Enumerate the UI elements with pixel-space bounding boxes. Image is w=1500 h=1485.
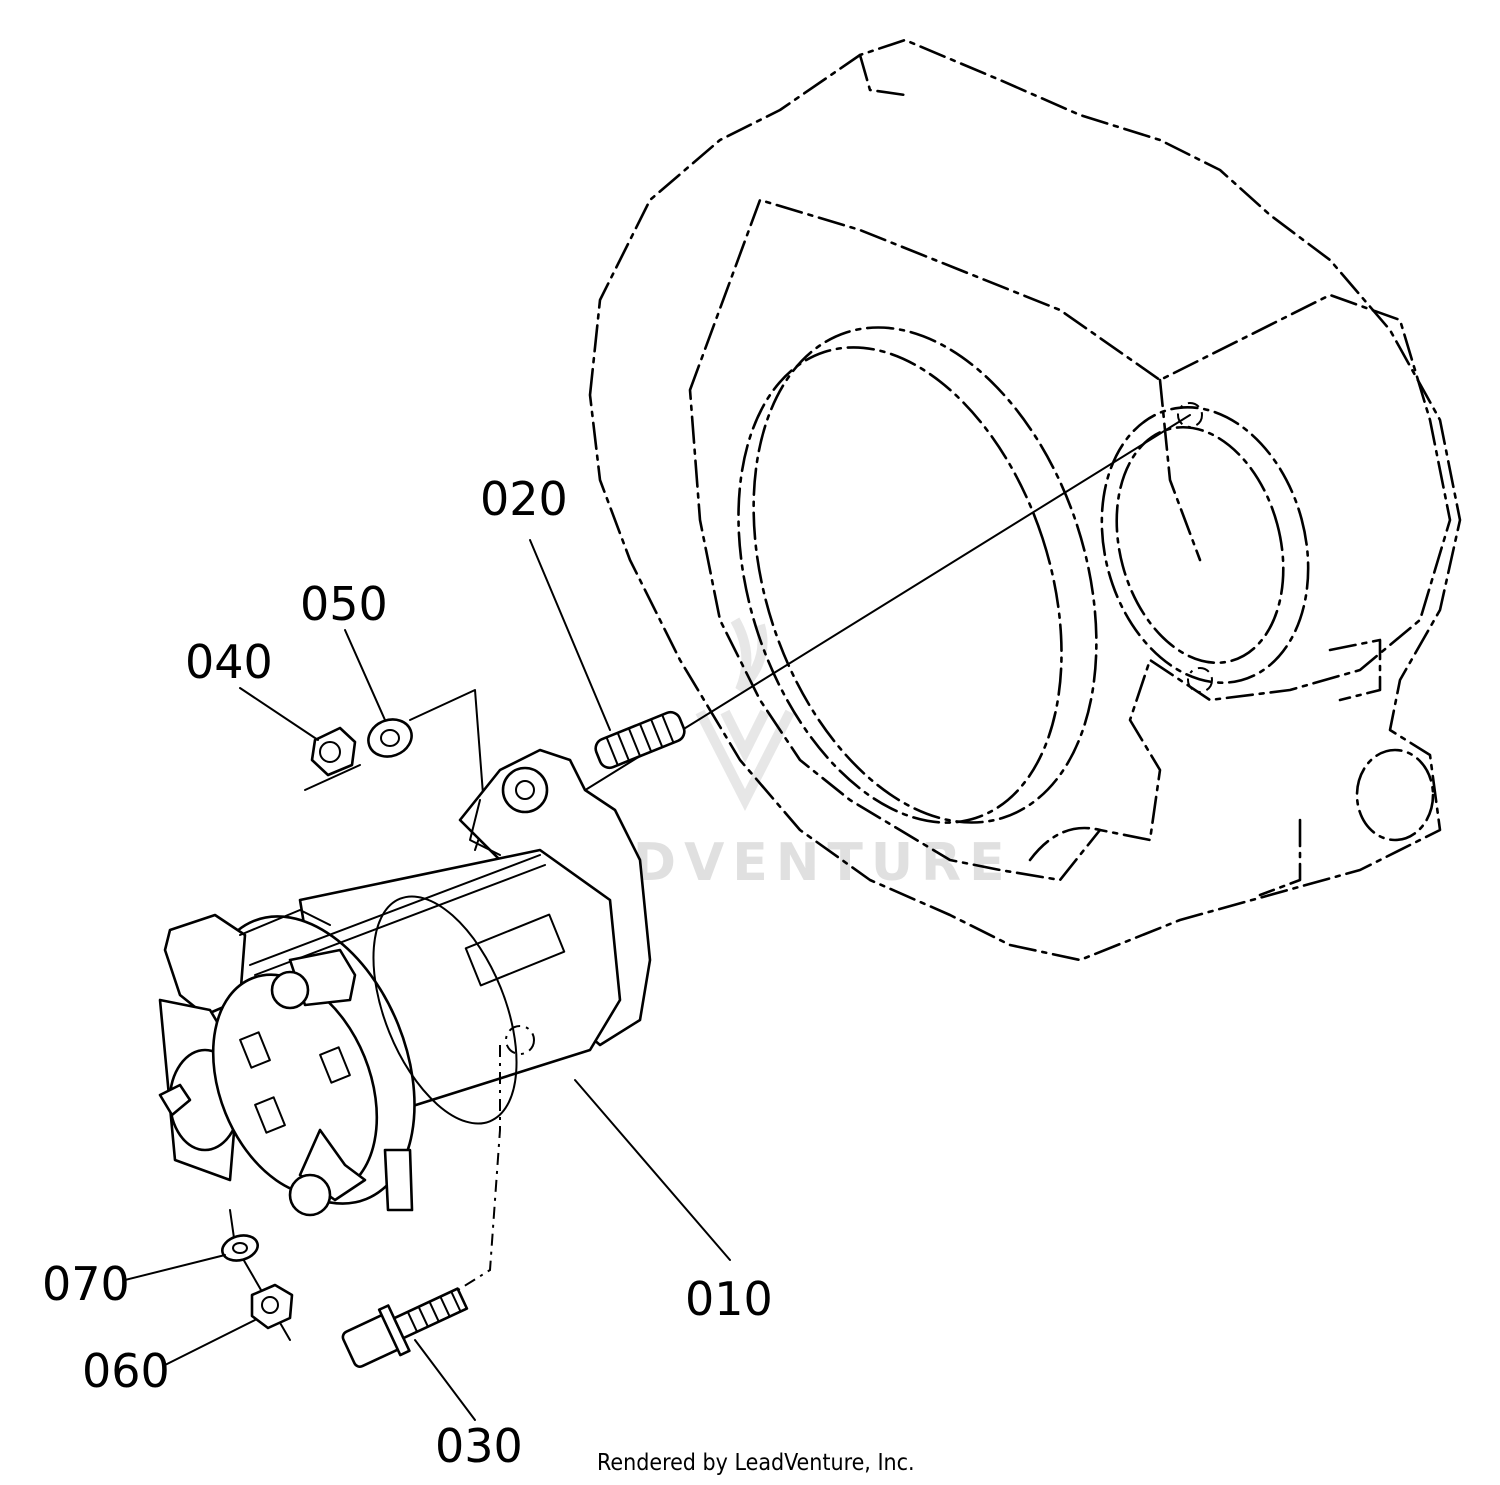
callout-020: 020 <box>480 472 568 526</box>
flywheel-housing <box>588 38 1462 962</box>
leader-040 <box>239 687 319 741</box>
starter-motor-010 <box>158 748 652 1296</box>
callouts: 020 050 040 010 070 060 030 <box>42 472 773 1473</box>
callout-030: 030 <box>435 1419 523 1473</box>
leader-070 <box>124 1254 226 1281</box>
leader-030 <box>414 1339 476 1421</box>
leader-010 <box>574 1079 731 1261</box>
callout-070: 070 <box>42 1257 130 1311</box>
footer-credit: Rendered by LeadVenture, Inc. <box>597 1450 915 1476</box>
callout-010: 010 <box>685 1272 773 1326</box>
nut-060 <box>250 1283 294 1330</box>
leader-060 <box>164 1319 256 1366</box>
bolt-030 <box>341 1287 469 1368</box>
leader-020 <box>529 539 611 731</box>
leader-lines <box>124 539 731 1421</box>
stud-bolt-020 <box>544 414 1191 816</box>
nut-040 <box>304 726 361 791</box>
callout-040: 040 <box>185 635 273 689</box>
callout-060: 060 <box>82 1344 170 1398</box>
leader-050 <box>344 629 386 721</box>
leadventure-logo-icon <box>695 617 795 811</box>
callout-050: 050 <box>300 577 388 631</box>
